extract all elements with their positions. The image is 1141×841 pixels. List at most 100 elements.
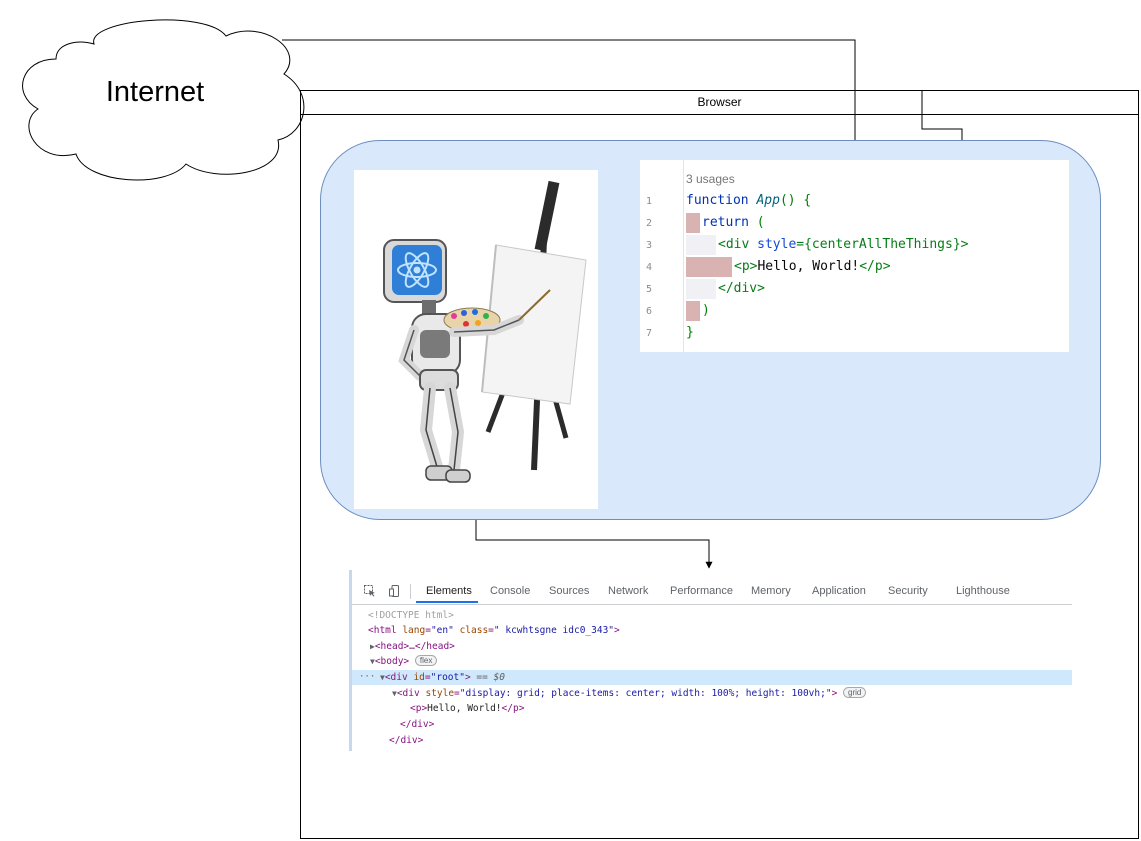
rendered-output-card: [354, 170, 598, 509]
indent-guide: [686, 301, 700, 321]
code-keyword: return: [702, 215, 749, 230]
line-number: 7: [645, 328, 652, 339]
cloud-shape: [22, 19, 305, 181]
dom-tag: <div: [384, 672, 408, 683]
dom-div-close[interactable]: </div>: [352, 717, 1072, 732]
dom-div-close[interactable]: </div>: [352, 733, 1072, 748]
collapse-triangle-icon[interactable]: ▼: [370, 657, 375, 666]
code-line-6: ): [702, 303, 710, 318]
line-number: 3: [645, 240, 652, 251]
robot-painter-illustration: [383, 180, 587, 483]
wire-render-to-devtools: [475, 509, 713, 569]
tab-performance[interactable]: Performance: [670, 585, 733, 597]
code-tag: >: [960, 237, 969, 252]
dom-text: Hello, World!: [427, 703, 502, 714]
indent-guide: [686, 257, 732, 277]
code-text: Hello, World!: [757, 259, 860, 274]
dom-value: "root": [430, 672, 465, 683]
line-number: 1: [645, 196, 652, 207]
dom-text: <!DOCTYPE html>: [368, 610, 454, 621]
toolbar-separator: [410, 584, 411, 599]
devtools-panel: Elements Console Sources Network Perform…: [349, 570, 1072, 751]
tab-elements[interactable]: Elements: [426, 585, 472, 597]
code-line-3: <div style={centerAllTheThings}>: [718, 237, 968, 252]
code-eq: =: [796, 237, 805, 252]
line-number: 5: [645, 284, 652, 295]
indent-guide: [686, 235, 716, 255]
dom-value: " kcwhtsgne idc0_343": [493, 625, 615, 636]
code-tag: </div>: [718, 281, 765, 296]
grid-badge[interactable]: grid: [843, 687, 867, 698]
expand-triangle-icon[interactable]: ▶: [370, 642, 375, 651]
dom-body[interactable]: ▼<body> flex: [352, 654, 1072, 669]
dom-html[interactable]: <html lang="en" class=" kcwhtsgne idc0_3…: [368, 625, 620, 636]
flex-badge[interactable]: flex: [414, 655, 438, 666]
dom-attr: style: [419, 688, 455, 699]
indent-guide: [686, 279, 716, 299]
dom-attr: id: [407, 672, 425, 683]
dom-value: "en": [430, 625, 454, 636]
dom-doctype[interactable]: <!DOCTYPE html>: [352, 608, 1072, 623]
dom-tag: <html: [368, 625, 397, 636]
code-tag: <p>: [734, 259, 758, 274]
dom-tag: >: [614, 625, 620, 636]
code-tag: <div: [718, 237, 750, 252]
dom-tag: <p>: [410, 703, 428, 714]
dom-head[interactable]: ▶<head>…</head>: [352, 639, 1072, 654]
usages-hint: 3 usages: [686, 172, 735, 186]
devtools-toolbar: Elements Console Sources Network Perform…: [352, 580, 1072, 605]
indent-guide: [686, 213, 700, 233]
dom-tag: <div: [396, 688, 420, 699]
collapse-triangle-icon[interactable]: ▼: [380, 673, 385, 682]
dom-tag: </div>: [400, 719, 435, 730]
code-line-4: <p>Hello, World!</p>: [734, 259, 891, 274]
tab-lighthouse[interactable]: Lighthouse: [956, 585, 1010, 597]
dom-grid-div[interactable]: ▼<div style="display: grid; place-items:…: [352, 686, 1072, 701]
dom-tag: </p>: [501, 703, 525, 714]
tab-network[interactable]: Network: [608, 585, 649, 597]
code-line-7: }: [686, 325, 694, 340]
line-number: 6: [645, 306, 652, 317]
code-tag: </p>: [859, 259, 891, 274]
selected-node-ref: == $0: [470, 672, 506, 683]
active-tab-indicator: [416, 601, 478, 603]
dom-tag: >: [464, 672, 471, 683]
more-options-icon[interactable]: ···: [359, 672, 376, 682]
code-expression: {centerAllTheThings}: [804, 237, 961, 252]
dom-attr: lang: [396, 625, 426, 636]
editor-gutter: 1 2 3 4 5 6 7: [640, 160, 684, 352]
browser-window: Browser: [300, 90, 1139, 839]
dom-tag: <body>: [374, 656, 410, 667]
tab-console[interactable]: Console: [490, 585, 531, 597]
tab-application[interactable]: Application: [812, 585, 866, 597]
device-toolbar-icon[interactable]: [389, 585, 401, 597]
dom-tag: <head>…</head>: [374, 641, 455, 652]
code-function-name: App: [756, 193, 780, 208]
code-line-5: </div>: [718, 281, 765, 296]
code-punct: ): [702, 303, 710, 318]
internet-cloud: [22, 19, 305, 181]
code-line-2: return (: [702, 215, 765, 230]
collapse-triangle-icon[interactable]: ▼: [392, 689, 397, 698]
dom-root-div[interactable]: ···▼<div id="root"> == $0: [352, 670, 1072, 685]
dom-value: "display: grid; place-items: center; wid…: [459, 688, 832, 699]
tab-security[interactable]: Security: [888, 585, 928, 597]
tab-memory[interactable]: Memory: [751, 585, 791, 597]
line-number: 2: [645, 218, 652, 229]
dom-p[interactable]: <p>Hello, World!</p>: [352, 701, 1072, 716]
code-punct: (: [748, 215, 765, 230]
code-line-1: function App() {: [686, 193, 811, 208]
code-keyword: function: [686, 193, 749, 208]
dom-attr: class: [453, 625, 489, 636]
code-editor: 1 2 3 4 5 6 7 3 usages function App() { …: [640, 160, 1069, 352]
tab-sources[interactable]: Sources: [549, 585, 590, 597]
react-logo-icon: [397, 252, 437, 288]
inspect-element-icon[interactable]: [364, 585, 376, 597]
wire-internet-to-editor: [282, 39, 859, 159]
code-punct: }: [686, 325, 694, 340]
code-punct: () {: [779, 193, 812, 208]
dom-tag: >: [831, 688, 838, 699]
internet-label: Internet: [105, 76, 205, 108]
code-attr: style: [749, 237, 797, 252]
browser-title: Browser: [301, 91, 1138, 115]
